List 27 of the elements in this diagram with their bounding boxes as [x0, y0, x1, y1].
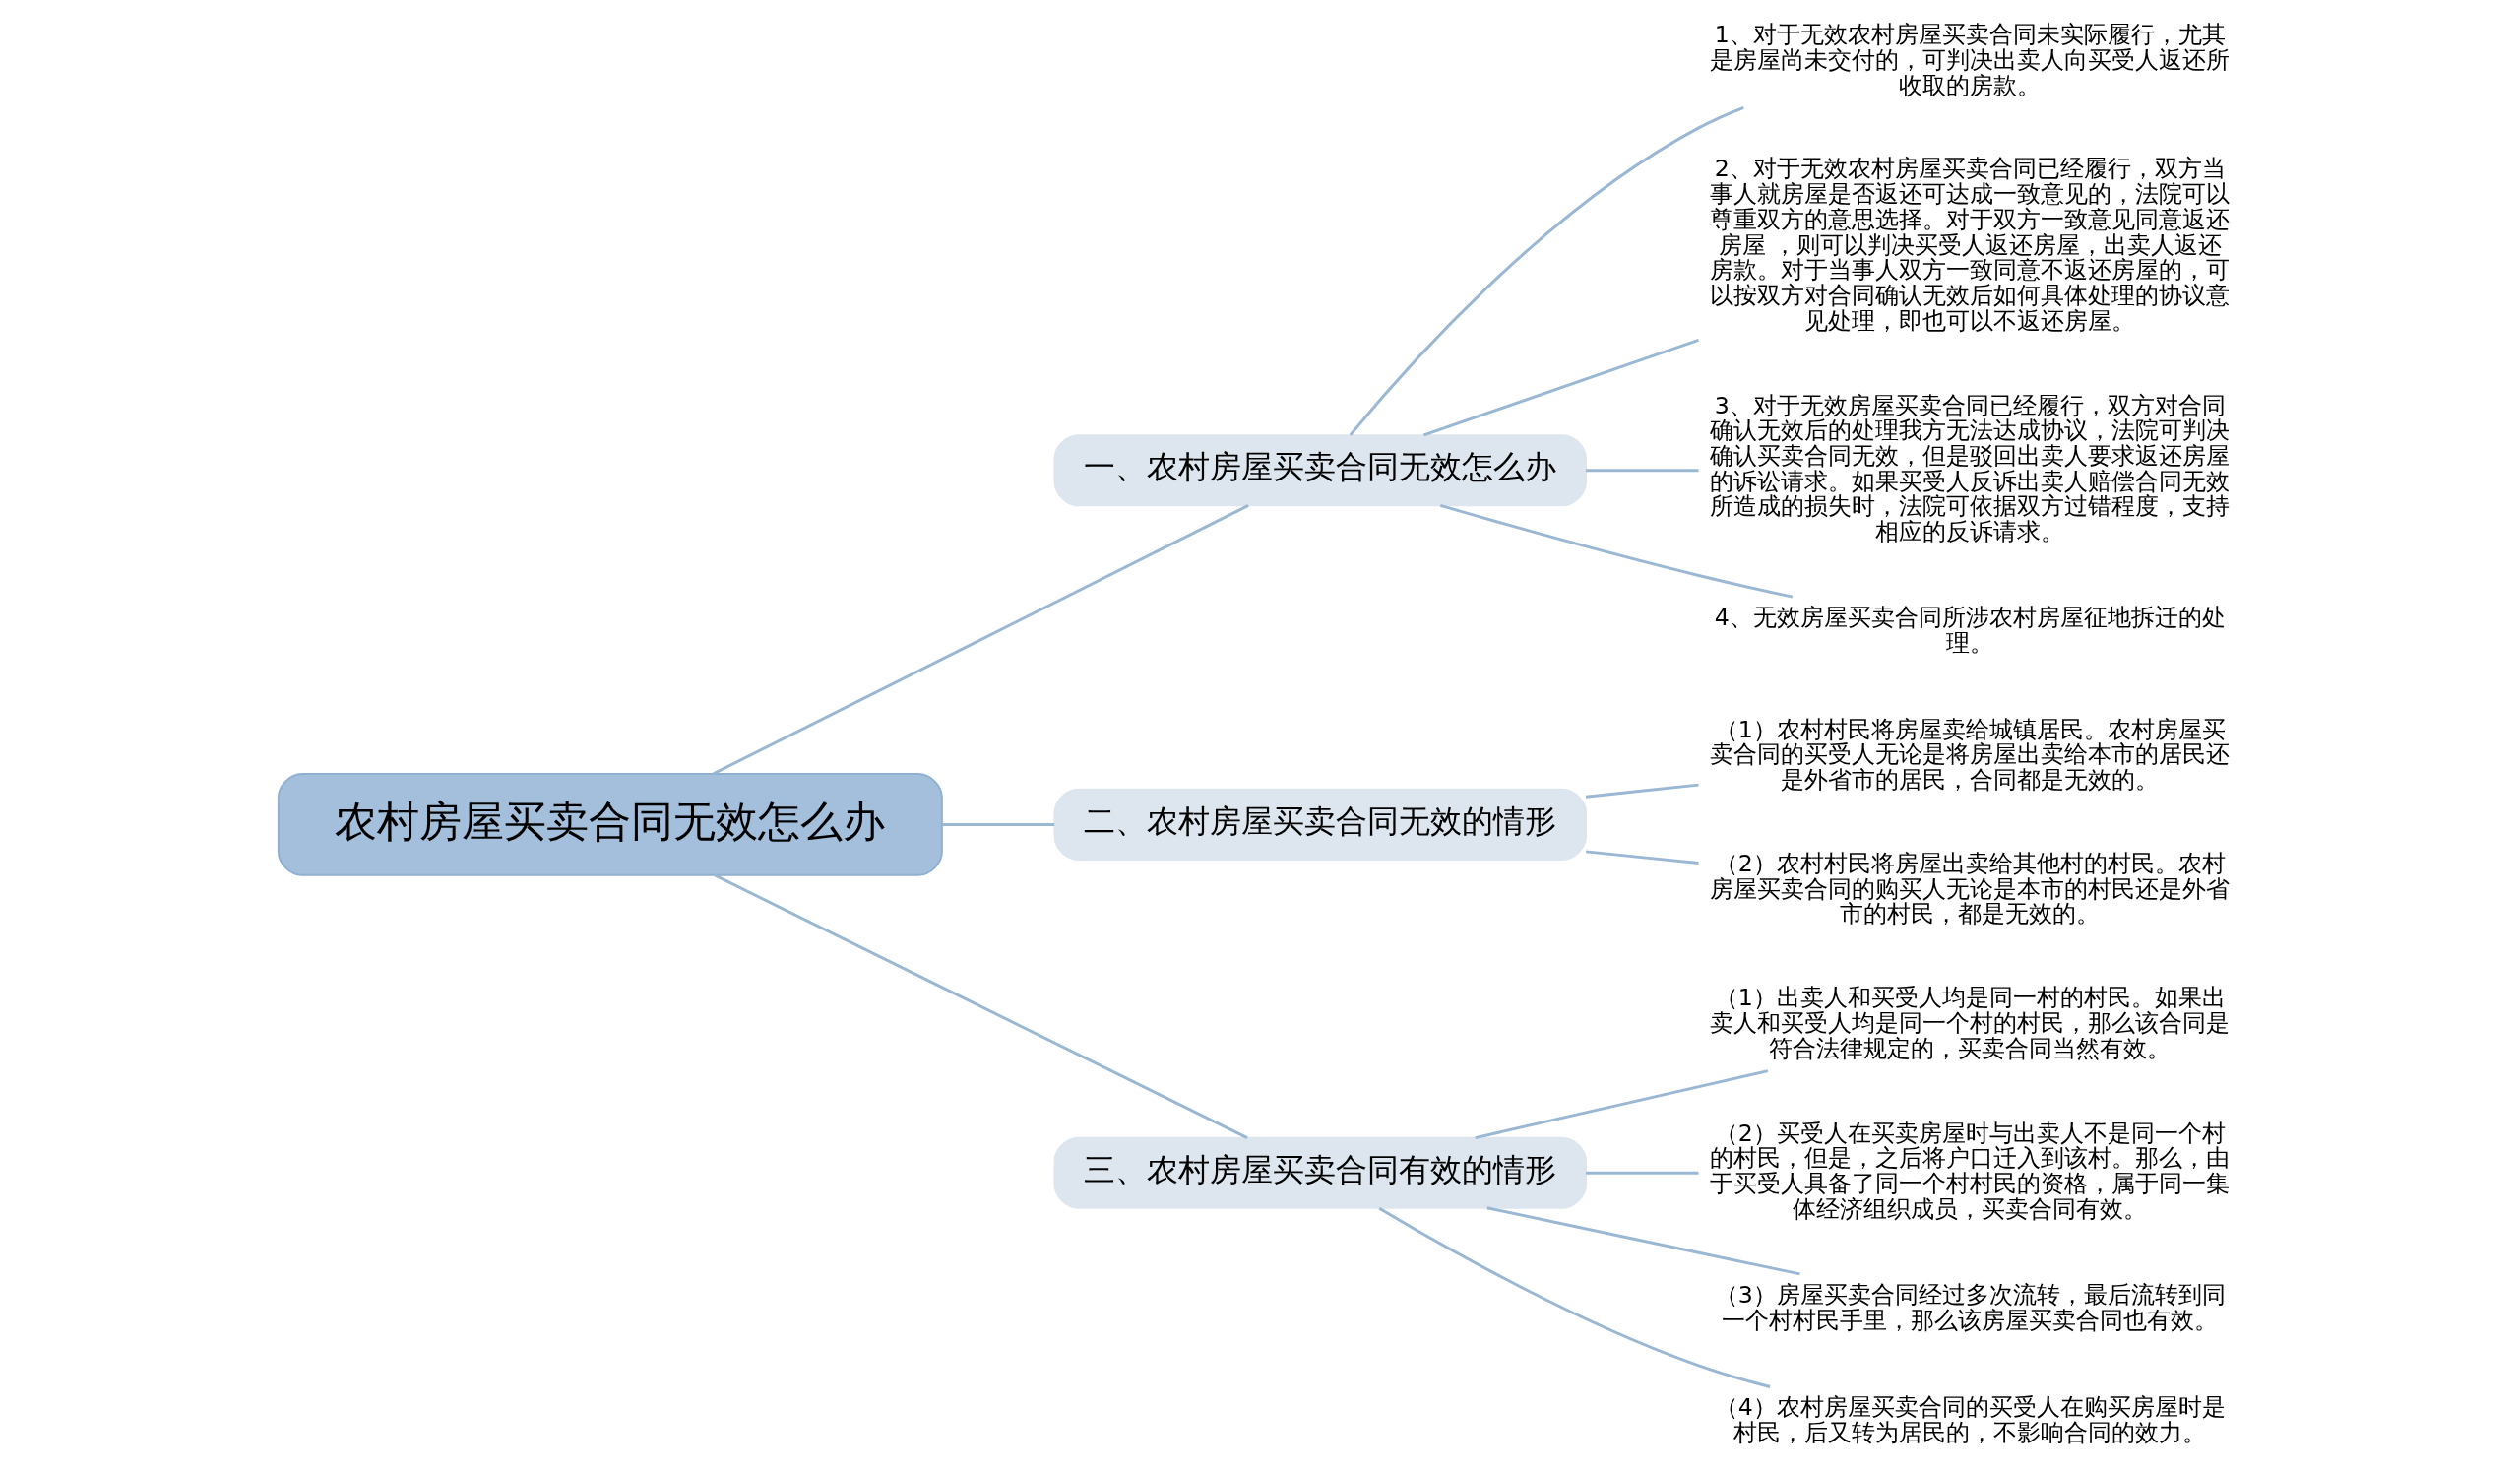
connector	[1349, 105, 1744, 436]
node-text: （3）房屋买卖合同经过多次流转，最后流转到同一个村村民手里，那么该房屋买卖合同也有效。	[1714, 1280, 2226, 1334]
connector	[1423, 338, 1699, 437]
node-text: （1）出卖人和买受人均是同一村的村民。如果出卖人和买受人均是同一个村的村民，那么该合同是符合法律规定的，买卖合同当然有效。	[1710, 984, 2231, 1062]
connector	[1585, 783, 1699, 799]
node-text: 2、对于无效农村房屋买卖合同已经履行，双方当事人就房屋是否返还可达成一致意见的，法院可以尊重双方的意思选择。对于双方一致意见同意返还房屋 ，则可以判决买受人返还房屋，出卖人返还房款。对于当事人双方一致同意不返还房屋的，可以按双方对合同确认无效后如何具体处理的协议意见处理，即也可以不返还房屋。	[1710, 155, 2231, 335]
node-text: （2）农村村民将房屋出卖给其他村的村民。农村房屋买卖合同的购买人无论是本市的村民还是外省市的村民，都是无效的。	[1710, 850, 2231, 929]
node-box: 一、农村房屋买卖合同无效怎么办	[1053, 434, 1588, 507]
connector	[941, 822, 1055, 826]
node-box: 三、农村房屋买卖合同有效的情形	[1053, 1136, 1588, 1209]
connector	[714, 873, 1248, 1139]
node-text: （1）农村村民将房屋卖给城镇居民。农村房屋买卖合同的买受人无论是将房屋出卖给本市的居民还是外省市的居民，合同都是无效的。	[1710, 715, 2231, 795]
connector	[713, 504, 1249, 776]
connector	[1586, 469, 1699, 473]
connector	[1586, 1171, 1699, 1175]
node-box: 二、农村房屋买卖合同无效的情形	[1053, 788, 1588, 861]
node-text: 1、对于无效农村房屋买卖合同未实际履行，尤其是房屋尚未交付的，可判决出卖人向买受人返还所收取的房款。	[1710, 21, 2231, 99]
node-text: （2）买受人在买卖房屋时与出卖人不是同一个村的村民，但是，之后将户口迁入到该村。那么，由于买受人具备了同一个村村民的资格，属于同一集体经济组织成员，买卖合同有效。	[1710, 1119, 2231, 1223]
node-text: 4、无效房屋买卖合同所涉农村房屋征地拆迁的处理。	[1714, 604, 2226, 657]
node-text: 3、对于无效房屋买卖合同已经履行，双方对合同确认无效后的处理我方无法达成协议，法院可判决确认买卖合同无效，但是驳回出卖人要求返还房屋的诉讼请求。如果买受人反诉出卖人赔偿合同无效所造成的损失时，法院可依据双方过错程度，支持相应的反诉请求。	[1710, 391, 2231, 546]
connector	[1475, 1069, 1769, 1140]
connector	[1439, 504, 1794, 599]
connector	[1585, 850, 1699, 865]
node-box: 农村房屋买卖合同无效怎么办	[277, 773, 943, 876]
connector	[1378, 1206, 1771, 1388]
connector	[1486, 1206, 1800, 1276]
node-text: （4）农村房屋买卖合同的买受人在购买房屋时是村民，后又转为居民的，不影响合同的效力。	[1714, 1393, 2226, 1447]
